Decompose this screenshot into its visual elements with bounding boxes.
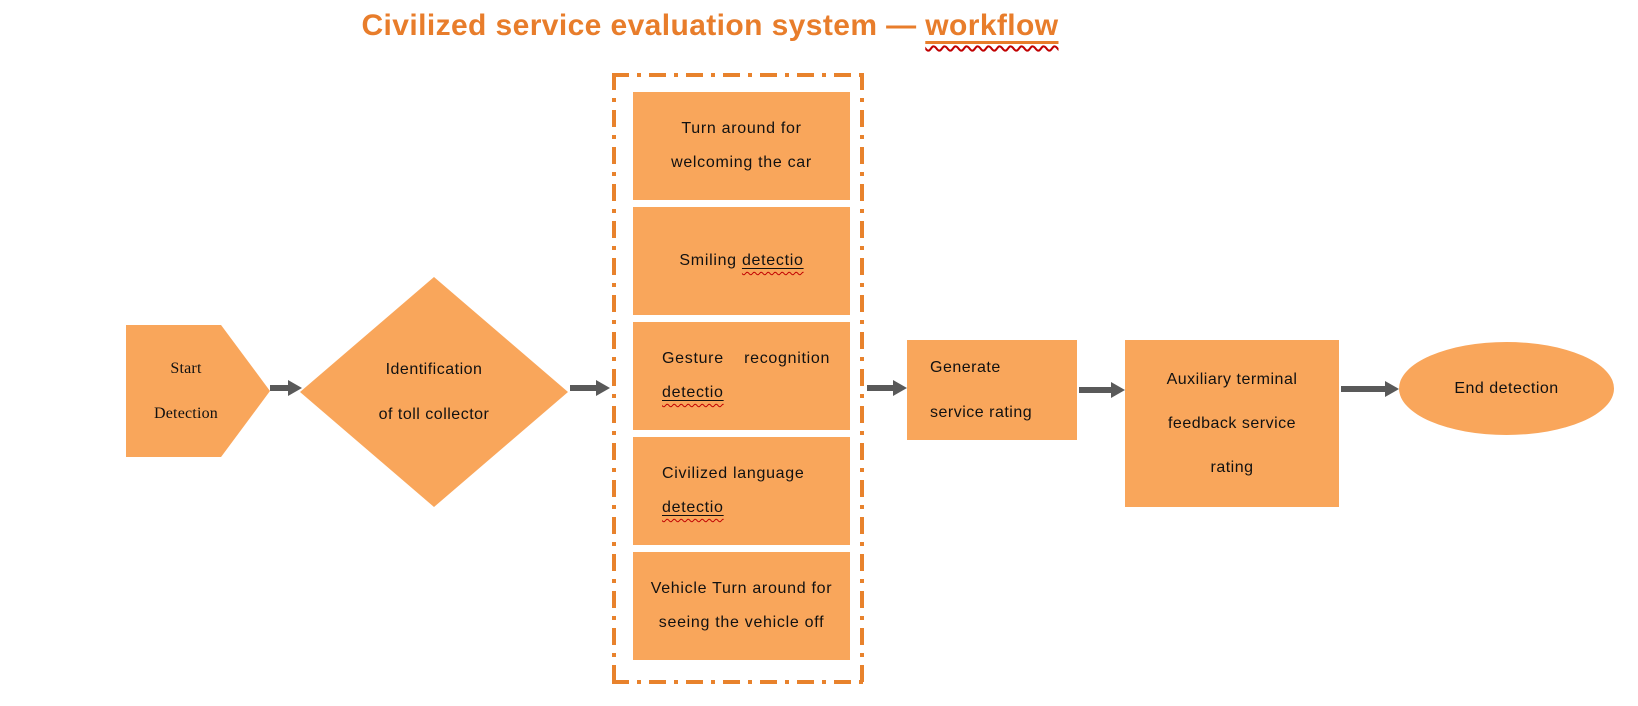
step-line: Vehicle Turn around for bbox=[650, 580, 833, 597]
step-line: Turn around for bbox=[681, 120, 802, 137]
arrow-generate-to-auxiliary bbox=[1079, 382, 1125, 398]
auxiliary-line3: rating bbox=[1210, 458, 1254, 476]
step-line: Gesture recognition bbox=[662, 350, 831, 367]
decision-line2: of toll collector bbox=[378, 406, 490, 423]
arrow-decision-to-group bbox=[570, 380, 610, 396]
arrow-head-icon bbox=[893, 380, 907, 396]
title-text: Civilized service evaluation system — bbox=[361, 9, 926, 42]
decision-line1: Identification bbox=[385, 361, 483, 378]
misspelled-word: detectio bbox=[741, 252, 804, 269]
title-workflow-word: workflow bbox=[925, 9, 1059, 42]
start-node: Start Detection bbox=[126, 325, 270, 457]
arrow-head-icon bbox=[596, 380, 610, 396]
step-text: Smiling bbox=[679, 252, 742, 269]
step-line: welcoming the car bbox=[671, 154, 812, 171]
generate-line1: Generate bbox=[930, 359, 1001, 376]
step-gesture-recognition: Gesture recognition detectio bbox=[633, 322, 850, 430]
generate-line2: service rating bbox=[930, 404, 1033, 421]
auxiliary-feedback-node: Auxiliary terminal feedback service rati… bbox=[1125, 340, 1339, 507]
step-line: detectio bbox=[662, 376, 850, 410]
arrow-shaft bbox=[1079, 387, 1114, 393]
start-line1: Start bbox=[170, 360, 202, 377]
arrow-head-icon bbox=[1385, 381, 1399, 397]
group-border-bottom bbox=[612, 680, 864, 684]
arrow-head-icon bbox=[288, 380, 302, 396]
arrow-shaft bbox=[867, 385, 896, 391]
arrow-auxiliary-to-end bbox=[1341, 381, 1399, 397]
step-civilized-language: Civilized language detectio bbox=[633, 437, 850, 545]
group-border-left bbox=[612, 73, 616, 684]
arrow-shaft bbox=[1341, 386, 1388, 392]
start-line2: Detection bbox=[154, 405, 218, 422]
group-border-right bbox=[860, 73, 864, 684]
arrow-head-icon bbox=[1111, 382, 1125, 398]
page-title: Civilized service evaluation system — wo… bbox=[0, 9, 1420, 43]
end-node: End detection bbox=[1399, 342, 1614, 435]
decision-node: Identification of toll collector bbox=[300, 277, 568, 507]
misspelled-word: detectio bbox=[662, 499, 724, 516]
step-line: Civilized language bbox=[662, 465, 805, 482]
step-smiling-detection: Smiling detectio bbox=[633, 207, 850, 315]
step-turn-around-welcoming: Turn around for welcoming the car bbox=[633, 92, 850, 200]
step-vehicle-turn-around: Vehicle Turn around for seeing the vehic… bbox=[633, 552, 850, 660]
arrow-shaft bbox=[270, 385, 291, 391]
generate-rating-node: Generate service rating bbox=[907, 340, 1077, 440]
step-line: seeing the vehicle off bbox=[658, 614, 825, 631]
arrow-shaft bbox=[570, 385, 599, 391]
arrow-group-to-generate bbox=[867, 380, 907, 396]
group-border-top bbox=[612, 73, 864, 77]
auxiliary-line1: Auxiliary terminal bbox=[1166, 370, 1298, 388]
step-line: detectio bbox=[662, 491, 850, 525]
auxiliary-line2: feedback service bbox=[1167, 414, 1297, 432]
misspelled-word: detectio bbox=[662, 384, 724, 401]
arrow-start-to-decision bbox=[270, 380, 302, 396]
end-line1: End detection bbox=[1454, 379, 1559, 397]
step-line: Smiling detectio bbox=[633, 244, 850, 278]
